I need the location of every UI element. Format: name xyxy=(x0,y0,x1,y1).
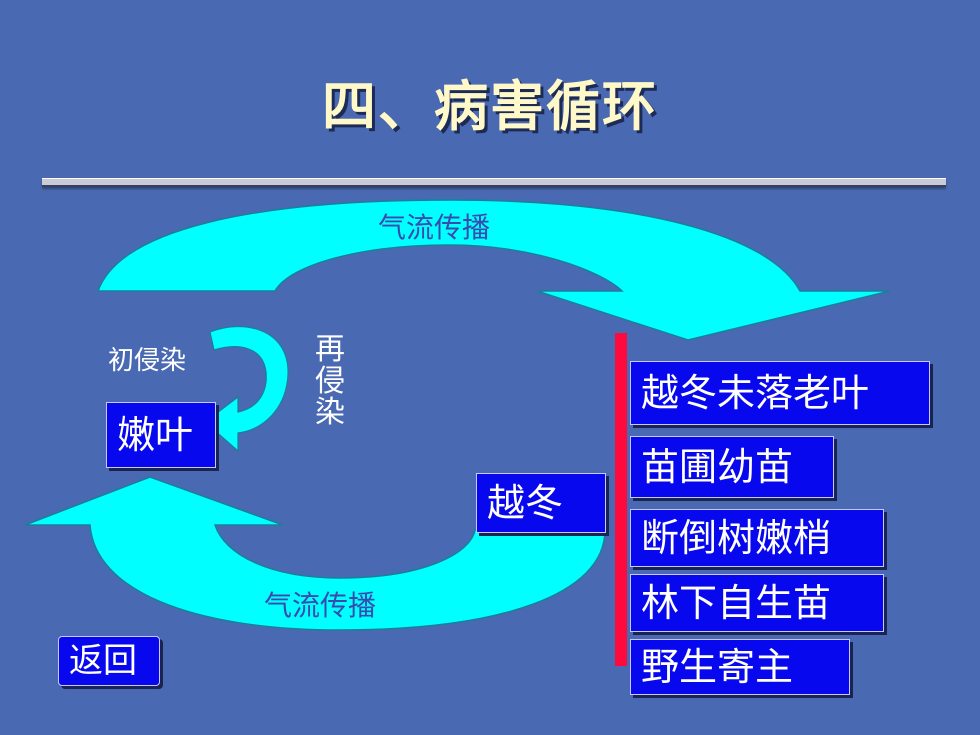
primary-infection-label: 初侵染 xyxy=(108,346,187,376)
source-bracket-bar xyxy=(615,333,627,666)
tender-leaf-box: 嫩叶 xyxy=(106,402,216,468)
reinfection-arrow xyxy=(204,325,289,453)
page-title: 四、病害循环 xyxy=(322,74,658,138)
top-arc-arrow xyxy=(96,199,891,341)
source-item-understory-seedlings: 林下自生苗 xyxy=(630,574,884,632)
title-divider xyxy=(42,178,946,187)
back-button[interactable]: 返回 xyxy=(58,636,160,686)
overwinter-box: 越冬 xyxy=(476,473,606,533)
source-item-fallen-tree-shoots: 断倒树嫩梢 xyxy=(630,509,884,567)
source-item-nursery-seedlings: 苗圃幼苗 xyxy=(630,436,834,498)
bottom-arc-arrow xyxy=(24,476,606,631)
source-item-wild-hosts: 野生寄主 xyxy=(630,639,850,695)
reinfection-label: 再侵染 xyxy=(315,332,345,430)
airflow-label-bottom: 气流传播 xyxy=(264,589,377,622)
airflow-label-top: 气流传播 xyxy=(378,211,491,244)
source-item-old-leaves: 越冬未落老叶 xyxy=(630,361,930,425)
